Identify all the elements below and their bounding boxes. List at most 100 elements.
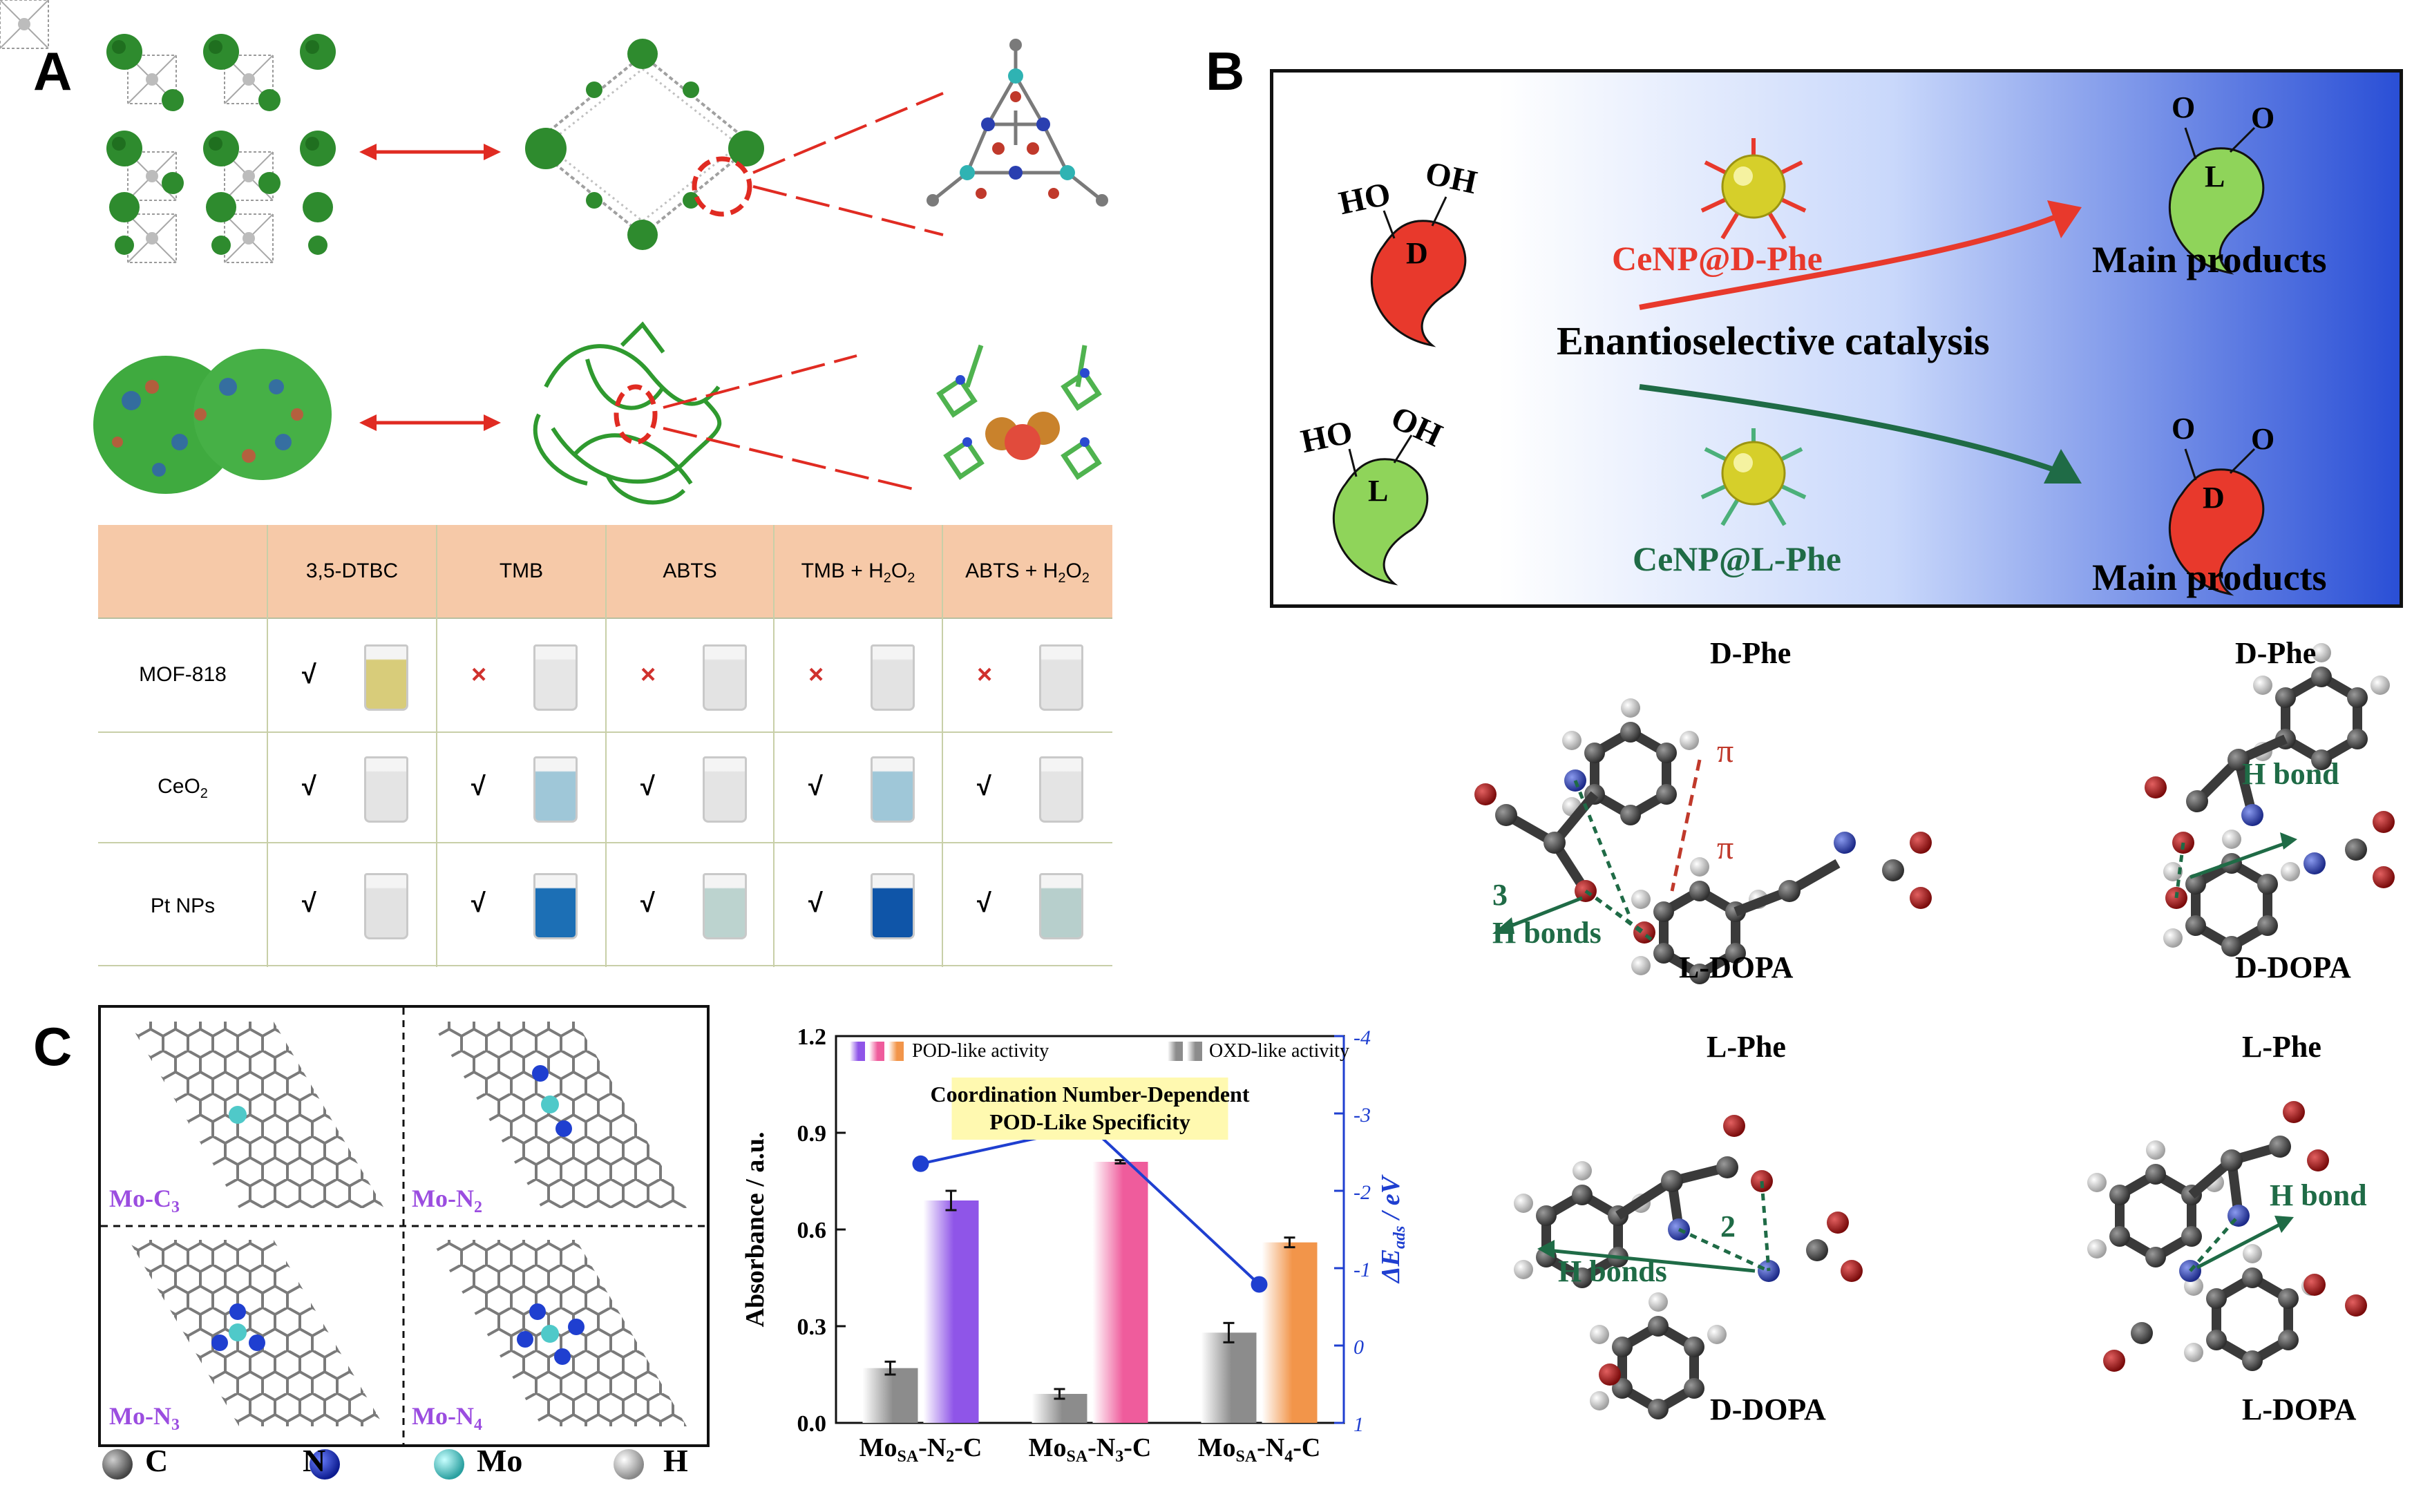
main-products-top-label: Main products [2092,239,2327,280]
structure-d-phe-d-dopa [2145,643,2395,957]
activity-mark: √ [302,889,316,918]
chart-title-line-2: POD-Like Specificity [989,1109,1190,1134]
y-tick-label: 0.9 [797,1121,827,1147]
activity-mark: √ [640,772,655,801]
product-l-o2: O [2251,101,2275,135]
nitrogen-atom-icon [310,1449,340,1480]
cuvette-vial [1039,644,1083,711]
product-d-drop [2168,448,2265,596]
double-arrow-icon [359,414,501,431]
cuvette-vial [1039,756,1083,823]
mof-pore-image [525,39,944,250]
substrate-activity-table: 3,5-DTBC TMB ABTS TMB + H2O2 ABTS + H2O2… [98,525,1112,967]
note-s1-hbonds: H bonds [1492,916,1602,950]
note-s1-pi-1: π [1717,733,1734,769]
double-arrow-icon [359,144,501,160]
y-axis-label: Absorbance / a.u. [741,1132,770,1328]
pod-bar [923,1200,979,1423]
enantioselective-scheme: HO OH D HO OH L CeNP@D-Phe Enantioselect… [1270,69,2403,608]
col-header-abts-h2o2: ABTS + H2O2 [965,559,1090,586]
oxd-bar [1201,1332,1257,1423]
legend-oxd-label: OXD-like activity [1209,1040,1349,1062]
product-l-drop [2168,126,2265,275]
carbon-atom-icon [102,1449,133,1480]
legend-pod-swatch [850,1042,865,1061]
panel-a-structures [0,0,1108,505]
protein-surface-image [93,349,332,494]
reactant-d-letter: D [1406,236,1428,270]
mo-c3-site [229,1106,247,1124]
x-category-label: MoSA-N2-C [859,1433,982,1466]
activity-mark: √ [471,889,486,918]
cuvette-vial [533,873,578,939]
product-d-letter: D [2203,481,2225,515]
label-mo-n2: Mo-N2 [412,1185,482,1217]
activity-mark: √ [471,772,486,801]
y2-axis-label: ΔEads / eV [1376,1174,1409,1284]
reactant-d-drop [1370,196,1467,347]
note-s3-hbonds: H bonds [1558,1254,1667,1288]
cuvette-vial [533,644,578,711]
y-tick-label: 0.3 [797,1314,827,1340]
note-s3-count: 2 [1720,1209,1736,1243]
enantioselective-catalysis-label: Enantioselective catalysis [1557,318,1990,363]
y-tick-label: 0.6 [797,1218,827,1243]
cuvette-vial [871,873,915,939]
legend-oxd-swatch [1187,1042,1202,1061]
activity-mark: × [808,660,824,689]
mo-n2-site [532,1065,572,1137]
legend-pod-swatch [889,1042,904,1061]
note-s4-hbond: H bond [2270,1178,2367,1212]
legend-oxd-swatch [1168,1042,1183,1061]
col-header-tmb-h2o2: TMB + H2O2 [801,559,915,586]
product-l-letter: L [2205,160,2225,193]
catalyst-d-phe-label: CeNP@D-Phe [1612,239,1823,278]
note-s2-hbond: H bond [2242,757,2339,791]
col-header-dtbc: 3,5-DTBC [305,559,399,582]
pod-bar [1262,1242,1318,1423]
legend-label-c: C [145,1443,169,1478]
mof-lattice-image [0,0,336,263]
product-d-o1: O [2172,412,2196,446]
col-header-tmb: TMB [499,559,544,582]
atom-legend [102,1449,644,1480]
activity-mark: √ [808,772,823,801]
catalyst-l-phe-label: CeNP@L-Phe [1633,539,1842,578]
activity-mark: √ [302,660,316,689]
legend-label-mo: Mo [477,1443,523,1478]
cuvette-vial [703,644,747,711]
cuvette-vial [533,756,578,823]
activity-mark: √ [640,889,655,918]
x-category-label: MoSA-N3-C [1029,1433,1152,1466]
docking-structures [1474,615,2395,1471]
legend-label-h: H [663,1443,688,1478]
col-header-abts: ABTS [663,559,717,582]
oxd-bar [862,1368,918,1423]
protein-ribbon-image [533,321,722,505]
pod-bar [1092,1162,1148,1423]
mo-n4-site [517,1303,585,1365]
row-label-ceo2: CeO2 [158,775,208,801]
cuvette-vial [364,756,408,823]
active-site-image [936,344,1102,480]
cuvette-vial [871,644,915,711]
cluster-ball-stick-image [927,39,1108,207]
structure-d-phe-l-dopa [1474,698,1932,984]
y2-tick-label: 1 [1353,1413,1364,1436]
structure-l-phe-l-dopa [2087,1101,2367,1372]
cuvette-vial [364,644,408,711]
structure-l-phe-d-dopa [1514,1115,1863,1419]
y-tick-label: 0.0 [797,1411,827,1437]
panel-c-letter: C [33,1016,73,1077]
reactant-l-letter: L [1368,474,1389,508]
label-s3-bottom: D-DOPA [1710,1393,1826,1426]
cenp-l-phe-nanoparticle [1700,428,1807,526]
label-s3-top: L-Phe [1707,1030,1786,1064]
label-mo-n3: Mo-N3 [109,1402,180,1435]
molybdenum-atom-icon [434,1449,464,1480]
y2-tick-label: -3 [1353,1104,1371,1127]
legend-label-n: N [303,1443,326,1478]
adsorption-energy-point [1251,1276,1268,1293]
label-s1-bottom: L-DOPA [1679,950,1794,984]
